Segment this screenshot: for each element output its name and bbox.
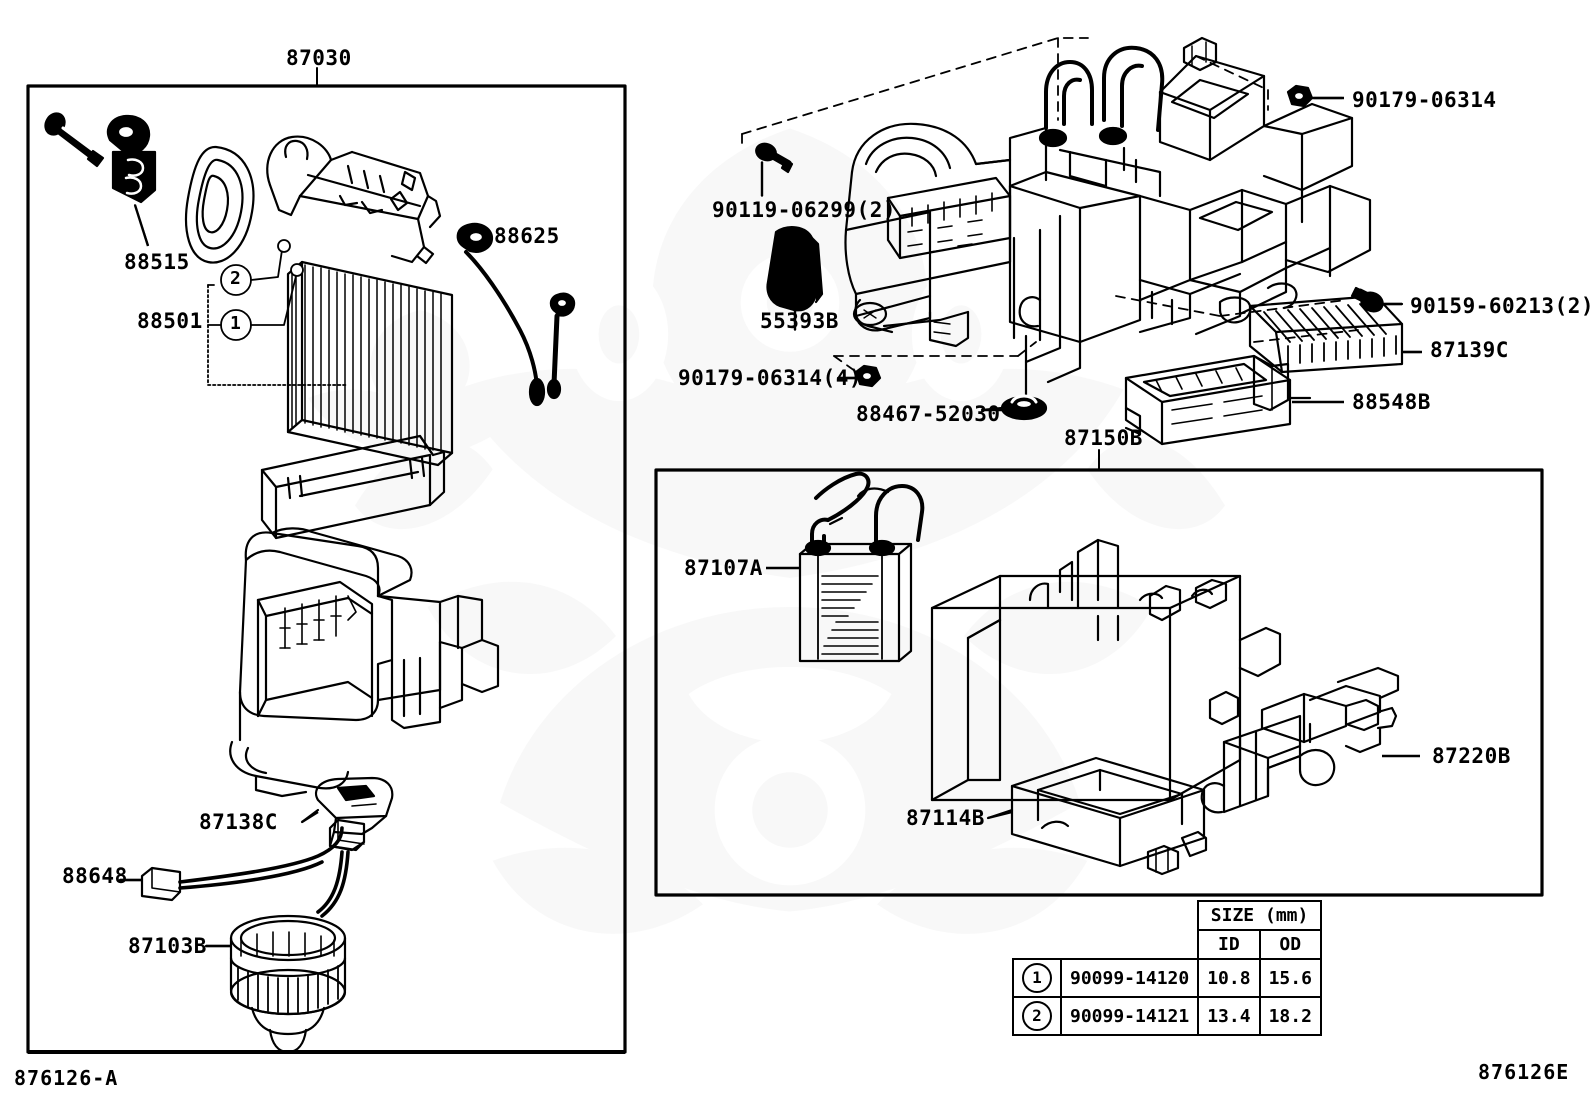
callout-88515: 88515 [124, 250, 190, 274]
table-row: 1 90099-14120 10.8 15.6 [1012, 958, 1322, 998]
callout-87220b: 87220B [1432, 744, 1511, 768]
col-od: OD [1258, 929, 1322, 960]
table-header-row-group: SIZE (mm) [1013, 900, 1322, 931]
balloon-two: 2 [230, 268, 242, 289]
row-id-2: 13.4 [1197, 996, 1261, 1036]
row-od-2: 18.2 [1258, 996, 1322, 1036]
callout-87150b: 87150B [1064, 426, 1143, 450]
row-part-2: 90099-14121 [1059, 996, 1200, 1036]
ref-balloon-2: 2 [1022, 1001, 1052, 1031]
col-id: ID [1197, 929, 1261, 960]
row-id-1: 10.8 [1197, 958, 1261, 998]
callout-87107a: 87107A [684, 556, 763, 580]
callout-88467-52030: 88467-52030 [856, 402, 1001, 426]
sheet-code-left: 876126-A [14, 1066, 119, 1090]
table-row: 2 90099-14121 13.4 18.2 [1012, 996, 1322, 1036]
callout-87103b: 87103B [128, 934, 207, 958]
callout-87030: 87030 [286, 46, 352, 70]
callout-55393b: 55393B [760, 309, 839, 333]
sheet-code-right: 876126E [1478, 1060, 1570, 1084]
callout-87114b: 87114B [906, 806, 985, 830]
size-table-wrapper: SIZE (mm) ID OD 1 90099-14120 10.8 15.6 … [1012, 900, 1322, 1036]
callout-90179-06314-4: 90179-06314(4) [678, 366, 863, 390]
callout-88548b: 88548B [1352, 390, 1431, 414]
row-ref-2: 2 [1012, 996, 1062, 1036]
row-part-1: 90099-14120 [1059, 958, 1200, 998]
callout-88648: 88648 [62, 864, 128, 888]
ref-balloon-1: 1 [1022, 963, 1052, 993]
callout-88625: 88625 [494, 224, 560, 248]
callout-90179-06314: 90179-06314 [1352, 88, 1497, 112]
row-ref-1: 1 [1012, 958, 1062, 998]
row-od-1: 15.6 [1258, 958, 1322, 998]
balloon-one: 1 [230, 313, 242, 334]
callout-87138c: 87138C [199, 810, 278, 834]
table-header-row-cols: ID OD [1013, 929, 1322, 960]
callout-90119-06299: 90119-06299(2) [712, 198, 897, 222]
size-group-header: SIZE (mm) [1197, 900, 1322, 931]
callout-90159-60213: 90159-60213(2) [1410, 294, 1592, 318]
callout-88501: 88501 [137, 309, 203, 333]
callout-87139c: 87139C [1430, 338, 1509, 362]
size-table: SIZE (mm) ID OD 1 90099-14120 10.8 15.6 … [1012, 900, 1322, 1036]
